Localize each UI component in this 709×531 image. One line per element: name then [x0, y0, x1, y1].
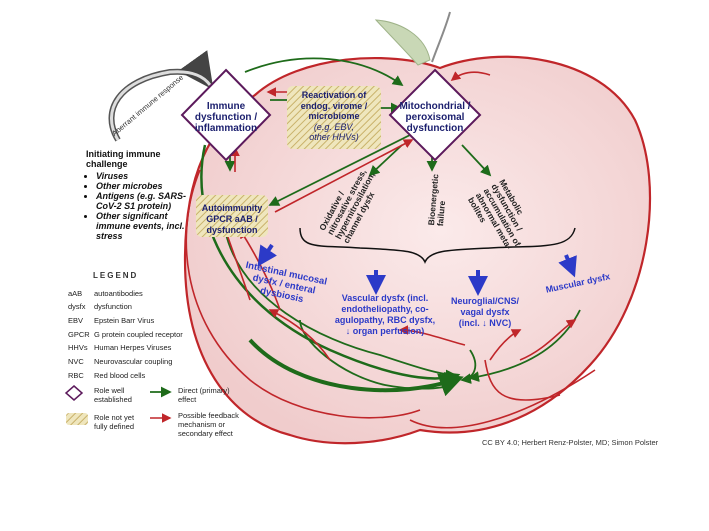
initiating-item: Antigens (e.g. SARS-CoV-2 S1 protein)	[96, 191, 201, 211]
vascular-line-4: ↓ organ perfusion)	[345, 326, 425, 336]
legend-abbr: aAB	[68, 289, 83, 298]
legend-not-defined: Role not yet fully defined	[94, 413, 154, 431]
reactivation-line-1: Reactivation of	[301, 90, 367, 100]
autoimmunity-line-1: Autoimmunity	[201, 203, 263, 213]
legend-feedback-line-2: mechanism or	[178, 420, 226, 429]
legend-not-defined-line-2: fully defined	[94, 422, 135, 431]
autoimmunity-line-3: dysfunction	[206, 225, 258, 235]
legend-meaning: Human Herpes Viruses	[94, 343, 172, 352]
initiating-item: Other microbes	[96, 181, 201, 191]
legend-feedback-line-1: Possible feedback	[178, 411, 239, 420]
legend-not-defined-line-1: Role not yet	[94, 413, 135, 422]
legend-row: GPCR G protein coupled receptor	[68, 330, 198, 339]
legend-meaning: Neurovascular coupling	[94, 357, 173, 366]
reactivation-label: Reactivation of endog. virome / microbio…	[288, 90, 380, 143]
neuroglial-line-3: (incl. ↓ NVC)	[458, 318, 512, 328]
reactivation-line-2: endog. virome /	[300, 100, 368, 111]
immune-label: Immune dysfunction / inflammation	[194, 101, 258, 134]
apple-shape	[183, 55, 652, 445]
legend-meaning: Epstein Barr Virus	[94, 316, 155, 325]
legend-row: EBV Epstein Barr Virus	[68, 316, 198, 325]
initiating-item: Viruses	[96, 171, 201, 181]
reactivation-line-5: other HHVs)	[309, 132, 359, 142]
neuroglial-line-1: Neuroglial/CNS/	[450, 296, 519, 306]
legend-meaning: dysfunction	[94, 302, 132, 311]
initiating-title-2: challenge	[86, 159, 128, 169]
reactivation-node	[287, 86, 381, 149]
initiating-title-1: Initiating immune	[86, 149, 161, 159]
legend-abbr: GPCR	[68, 330, 90, 339]
legend-row: RBC Red blood cells	[68, 371, 198, 380]
legend-direct-line-2: effect	[178, 395, 197, 404]
legend-abbr: EBV	[68, 316, 84, 325]
vascular-label: Vascular dysfx (incl. endotheliopathy, c…	[326, 293, 444, 337]
neuroglial-label: Neuroglial/CNS/ vagal dysfx (incl. ↓ NVC…	[440, 296, 530, 329]
credit-line: CC BY 4.0; Herbert Renz-Polster, MD; Sim…	[482, 438, 659, 447]
legend-abbr: HHVs	[68, 343, 88, 352]
reactivation-line-3: microbiome	[308, 111, 360, 121]
initiating-item: Other significant immune events, incl. s…	[96, 211, 201, 241]
immune-node	[180, 68, 272, 162]
vascular-line-3: agulopathy, RBC dysfx,	[334, 315, 436, 325]
reactivation-line-4: (e.g. EBV,	[313, 121, 355, 132]
legend-meaning: Red blood cells	[94, 371, 146, 380]
leaf-shape	[374, 19, 431, 66]
autoimmunity-label: Autoimmunity GPCR aAB / dysfunction	[196, 203, 268, 236]
legend-row: NVC Neurovascular coupling	[68, 357, 198, 366]
vascular-line-1: Vascular dysfx (incl.	[341, 293, 429, 303]
legend-row: dysfx dysfunction	[68, 302, 198, 311]
legend-direct-line-1: Direct (primary)	[178, 386, 230, 395]
autoimmunity-node	[196, 195, 268, 237]
vascular-line-2: endotheliopathy, co-	[341, 304, 429, 314]
legend-diamond	[64, 385, 84, 401]
autoimmunity-line-2: GPCR aAB /	[206, 214, 258, 224]
legend-abbr: dysfx	[68, 302, 86, 311]
mitochondrial-label: Mitochondrial / peroxisomal dysfunction	[399, 101, 471, 134]
mitochondrial-node	[388, 68, 482, 162]
legend-hatch	[66, 413, 88, 425]
initiating-box: Initiating immune challenge Viruses Othe…	[86, 149, 201, 241]
legend-abbr: NVC	[68, 357, 84, 366]
legend-title: LEGEND	[93, 271, 139, 280]
grouping-brace	[299, 227, 576, 264]
legend-established-line-1: Role well	[94, 386, 125, 395]
legend-direct: Direct (primary) effect	[178, 386, 258, 404]
legend-feedback-line-3: secondary effect	[178, 429, 233, 438]
legend-established-line-2: established	[94, 395, 132, 404]
legend-row: HHVs Human Herpes Viruses	[68, 343, 198, 352]
legend-abbr: RBC	[68, 371, 84, 380]
legend-meaning: autoantibodies	[94, 289, 143, 298]
legend-established: Role well established	[94, 386, 154, 404]
legend-meaning: G protein coupled receptor	[94, 330, 183, 339]
neuroglial-line-2: vagal dysfx	[460, 307, 510, 317]
legend-row: aAB autoantibodies	[68, 289, 198, 298]
legend-feedback: Possible feedback mechanism or secondary…	[178, 411, 258, 438]
